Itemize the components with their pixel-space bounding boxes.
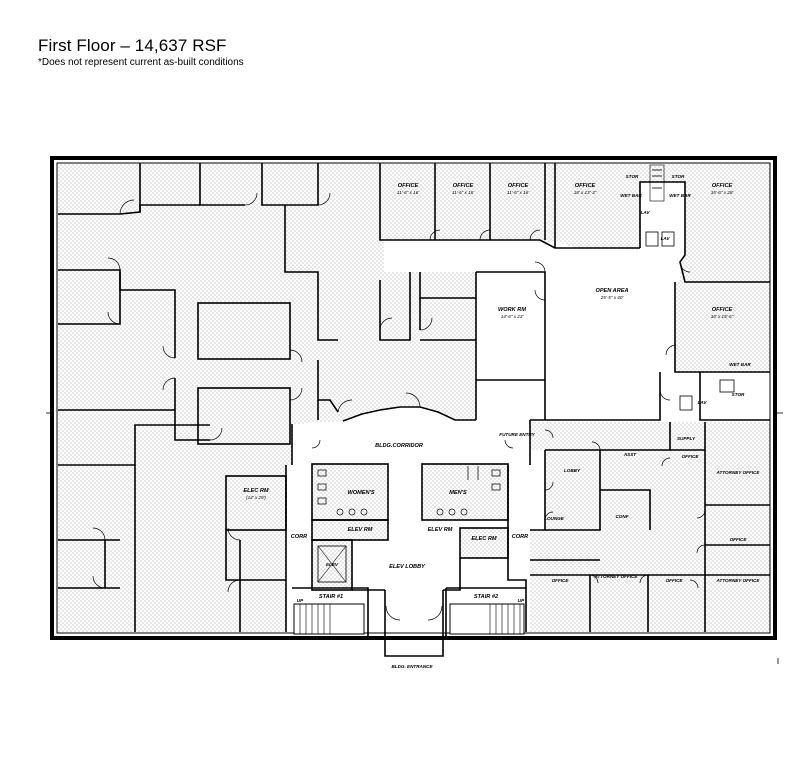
stairs: [293, 603, 525, 635]
office-label-5: OFFICE 15'-6" x 28': [711, 183, 734, 195]
assist-label: ASST: [623, 452, 637, 457]
svg-text:ELEC RM: ELEC RM: [243, 488, 269, 494]
wetbar-label-1: WET BAR: [620, 193, 642, 198]
svg-text:OFFICE: OFFICE: [398, 183, 419, 189]
office-label-1: OFFICE 11'-6" x 16': [397, 183, 419, 195]
svg-text:(14' x 29'): (14' x 29'): [246, 495, 266, 500]
elev-room-label-1: ELEV RM: [348, 527, 373, 533]
interior-walls-left: [58, 163, 476, 632]
interior-walls-right: [379, 163, 770, 632]
mens-label: MEN'S: [449, 490, 467, 496]
future-entry-label: FUTURE ENTRY: [499, 432, 535, 437]
svg-text:18' x 15'-6": 18' x 15'-6": [711, 314, 734, 319]
wetbar-label-2: WET BAR: [669, 193, 691, 198]
lav-label-2: LAV: [661, 236, 671, 241]
interior-walls-core: [285, 406, 531, 657]
attorney-office-label-1: ATTORNEY OFFICE: [716, 470, 761, 475]
supply-label: SUPPLY: [677, 436, 696, 441]
svg-text:OFFICE: OFFICE: [453, 183, 474, 189]
corr-label-2: CORR: [512, 534, 528, 540]
svg-text:OPEN AREA: OPEN AREA: [595, 288, 628, 294]
office-label-2: OFFICE 11'-6" x 16': [452, 183, 474, 195]
svg-text:25'-5" x 40': 25'-5" x 40': [600, 295, 624, 300]
attorney-office-label-3: ATTORNEY OFFICE: [594, 574, 639, 579]
stor-label-2: STOR: [672, 174, 685, 179]
up-label-2: UP: [518, 598, 525, 603]
lav-label-3: LAV: [698, 400, 708, 405]
office-small-label: OFFICE: [682, 454, 700, 459]
elec-room-label-2: ELEC RM: [471, 536, 497, 542]
office-label-3: OFFICE 11'-6" x 16': [507, 183, 529, 195]
wetbar-label-3: WET BAR: [729, 362, 751, 367]
svg-text:OFFICE: OFFICE: [712, 183, 733, 189]
restroom-fixtures: [317, 466, 501, 516]
corridor-label: BLDG.CORRIDOR: [375, 443, 423, 449]
lav-fixtures: [645, 164, 735, 411]
svg-text:OFFICE: OFFICE: [508, 183, 529, 189]
elev-room-label-2: ELEV RM: [428, 527, 453, 533]
entrance-label: BLDG. ENTRANCE: [391, 664, 433, 669]
svg-text:11'-6" x 16': 11'-6" x 16': [507, 190, 529, 195]
lobby-label: LOBBY: [564, 468, 581, 473]
svg-text:15'-6" x 28': 15'-6" x 28': [711, 190, 734, 195]
svg-text:11'-6" x 16': 11'-6" x 16': [452, 190, 474, 195]
stair-2-label: STAIR #2: [474, 594, 499, 600]
office-bottom-label-2: OFFICE: [666, 578, 684, 583]
office-label-4: OFFICE 18' x 13'-3": [574, 183, 597, 195]
stor-label-3: STOR: [732, 392, 745, 397]
office-label-6: OFFICE 18' x 15'-6": [711, 307, 734, 319]
womens-label: WOMEN'S: [347, 490, 374, 496]
open-area-label: OPEN AREA 25'-5" x 40': [595, 288, 628, 300]
office-bottom-label-1: OFFICE: [552, 578, 570, 583]
svg-text:WORK RM: WORK RM: [498, 307, 526, 313]
open-areas: [286, 182, 770, 656]
stor-label-1: STOR: [626, 174, 639, 179]
page-title: First Floor – 14,637 RSF: [38, 36, 227, 55]
elec-room-label-1: ELEC RM (14' x 29'): [243, 488, 269, 500]
up-label-1: UP: [297, 598, 304, 603]
svg-text:18' x 13'-3": 18' x 13'-3": [574, 190, 597, 195]
office-right-label: OFFICE: [730, 537, 748, 542]
corr-label-1: CORR: [291, 534, 307, 540]
svg-text:14'-6" x 23': 14'-6" x 23': [501, 314, 524, 319]
elev-lobby-label: ELEV LOBBY: [389, 564, 426, 570]
elevator-label: ELEV: [326, 562, 339, 567]
svg-text:OFFICE: OFFICE: [712, 307, 733, 313]
exterior-walls: [46, 156, 783, 664]
conf-label: CONF: [615, 514, 628, 519]
lav-label-1: LAV: [641, 210, 651, 215]
work-room-label: WORK RM 14'-6" x 23': [498, 307, 526, 319]
svg-text:OFFICE: OFFICE: [575, 183, 596, 189]
stair-1-label: STAIR #1: [319, 594, 343, 600]
svg-text:11'-6" x 16': 11'-6" x 16': [397, 190, 419, 195]
page-subtitle: *Does not represent current as-built con…: [38, 57, 244, 68]
attorney-office-label-2: ATTORNEY OFFICE: [716, 578, 761, 583]
lounge-label: LOUNGE: [544, 516, 565, 521]
